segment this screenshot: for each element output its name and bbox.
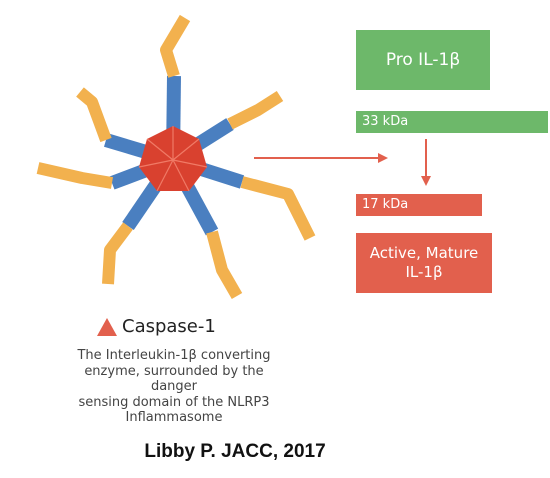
description-line: sensing domain of the NLRP3: [78, 394, 270, 410]
caspase-label: Caspase-1: [122, 316, 216, 337]
active-il1b-line-1: Active, Mature: [369, 244, 479, 262]
caspase-description: The Interleukin-1β converting enzyme, su…: [60, 348, 288, 426]
kda-33-label: 33 kDa: [362, 114, 409, 129]
active-il1b-line-2: IL-1β: [405, 263, 443, 281]
nlrp3-inflammasome: [36, 14, 316, 299]
caspase-triangle-icon: [97, 317, 117, 336]
description-line: Inflammasome: [125, 410, 223, 425]
caspase-legend: Caspase-1: [96, 316, 216, 337]
description-line: enzyme, surrounded by the danger: [84, 363, 264, 395]
description-line: The Interleukin-1β converting: [77, 348, 271, 363]
caspase-core: [138, 126, 208, 192]
citation: Libby P. JACC, 2017: [144, 441, 326, 462]
kda-33-bar: 33 kDa: [356, 111, 548, 133]
pro-il1b-label: Pro IL-1β: [385, 50, 461, 70]
pro-il1b-box: Pro IL-1β: [356, 30, 490, 90]
active-il1b-box: Active, Mature IL-1β: [356, 233, 492, 293]
kda-17-bar: 17 kDa: [356, 194, 482, 216]
kda-17-label: 17 kDa: [362, 197, 409, 212]
